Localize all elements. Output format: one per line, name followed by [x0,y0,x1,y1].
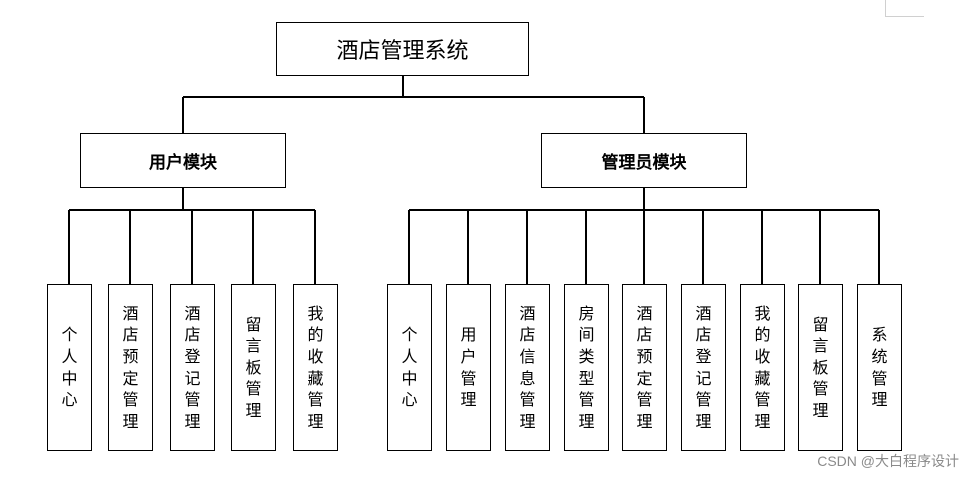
module-label: 用户模块 [149,153,217,173]
corner-decoration [885,0,924,17]
leaf-node: 酒店预定管理 [108,284,153,451]
leaf-label: 个人中心 [401,325,418,410]
leaf-node: 酒店登记管理 [170,284,215,451]
leaf-node: 我的收藏管理 [293,284,338,451]
leaf-node: 我的收藏管理 [740,284,785,451]
leaf-label: 用户管理 [460,325,477,410]
leaf-node: 酒店信息管理 [505,284,550,451]
leaf-label: 酒店信息管理 [519,303,536,431]
leaf-label: 个人中心 [61,325,78,410]
leaf-label: 留言板管理 [245,314,262,420]
leaf-node: 个人中心 [387,284,432,451]
leaf-label: 系统管理 [871,325,888,410]
root-node: 酒店管理系统 [276,22,529,76]
leaf-node: 留言板管理 [231,284,276,451]
leaf-label: 留言板管理 [812,314,829,420]
leaf-label: 酒店预定管理 [636,303,653,431]
leaf-node: 留言板管理 [798,284,843,451]
leaf-node: 房间类型管理 [564,284,609,451]
module-node-user: 用户模块 [80,133,286,188]
leaf-label: 酒店登记管理 [695,303,712,431]
leaf-label: 酒店预定管理 [122,303,139,431]
leaf-label: 我的收藏管理 [307,303,324,431]
leaf-node: 个人中心 [47,284,92,451]
leaf-node: 酒店预定管理 [622,284,667,451]
module-node-admin: 管理员模块 [541,133,747,188]
leaf-label: 我的收藏管理 [754,303,771,431]
module-label: 管理员模块 [601,153,687,173]
leaf-node: 系统管理 [857,284,902,451]
watermark: CSDN @大白程序设计 [817,453,959,469]
leaf-node: 用户管理 [446,284,491,451]
leaf-node: 酒店登记管理 [681,284,726,451]
leaf-label: 房间类型管理 [578,303,595,431]
leaf-label: 酒店登记管理 [184,303,201,431]
root-label: 酒店管理系统 [336,39,469,64]
